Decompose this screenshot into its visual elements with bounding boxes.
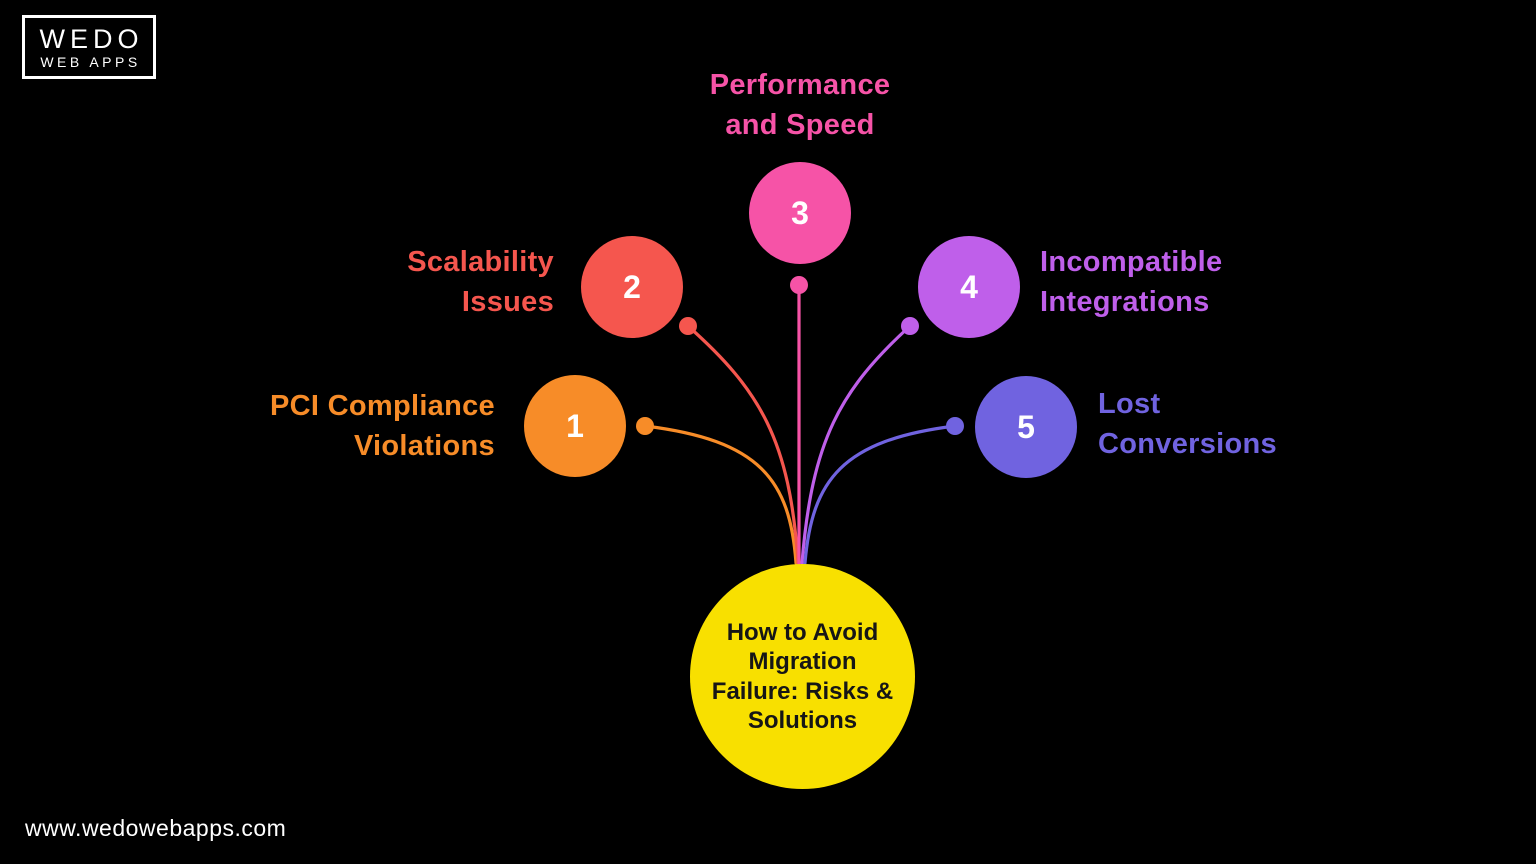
node-label-line: Scalability: [407, 246, 554, 278]
connector-dot-5: [946, 417, 964, 435]
node-label-line: PCI Compliance: [270, 390, 495, 422]
logo: WEDO WEB APPS: [22, 15, 156, 79]
connector-line-4: [800, 324, 912, 565]
node-number-2: 2: [623, 268, 641, 305]
node-label-performance: Performance and Speed: [710, 65, 891, 145]
center-title-line: How to Avoid: [726, 618, 879, 646]
website-url: www.wedowebapps.com: [25, 815, 287, 841]
node-number-3: 3: [791, 194, 809, 231]
node-label-pci-compliance: PCI Compliance Violations: [270, 386, 495, 466]
node-label-line: Integrations: [1040, 286, 1210, 318]
connector-line-5: [803, 424, 957, 565]
node-label-scalability: Scalability Issues: [407, 242, 554, 322]
node-circle-2: 2: [581, 236, 683, 338]
node-number-5: 5: [1017, 408, 1035, 445]
center-title-line: Failure: Risks &: [711, 677, 894, 705]
logo-text-wedo: WEDO: [39, 24, 144, 54]
node-label-line: Violations: [353, 430, 495, 462]
center-title-line: Migration: [748, 648, 857, 675]
node-number-4: 4: [960, 268, 978, 305]
connector-dot-3: [790, 276, 808, 294]
connector-dot-2: [679, 317, 697, 335]
logo-text-webapps: WEB APPS: [40, 54, 141, 70]
node-label-incompatible: Incompatible Integrations: [1040, 242, 1222, 322]
connector-dot-1: [636, 417, 654, 435]
node-circle-1: 1: [524, 375, 626, 477]
node-number-1: 1: [566, 407, 584, 444]
node-circle-5: 5: [975, 376, 1077, 478]
center-title-line: Solutions: [747, 707, 858, 734]
node-label-line: Conversions: [1098, 428, 1277, 460]
node-label-line: and Speed: [725, 109, 875, 141]
node-circle-3: 3: [749, 162, 851, 264]
node-label-line: Issues: [461, 286, 554, 318]
center-circle: How to Avoid Migration Failure: Risks & …: [690, 564, 915, 789]
connector-dot-4: [901, 317, 919, 335]
node-label-line: Performance: [709, 69, 891, 101]
connector-line-2: [686, 324, 800, 565]
node-label-line: Incompatible: [1040, 246, 1223, 278]
node-circle-4: 4: [918, 236, 1020, 338]
node-label-lost-conversions: Lost Conversions: [1098, 384, 1277, 464]
node-label-line: Lost: [1098, 388, 1161, 420]
connector-line-1: [643, 424, 798, 565]
